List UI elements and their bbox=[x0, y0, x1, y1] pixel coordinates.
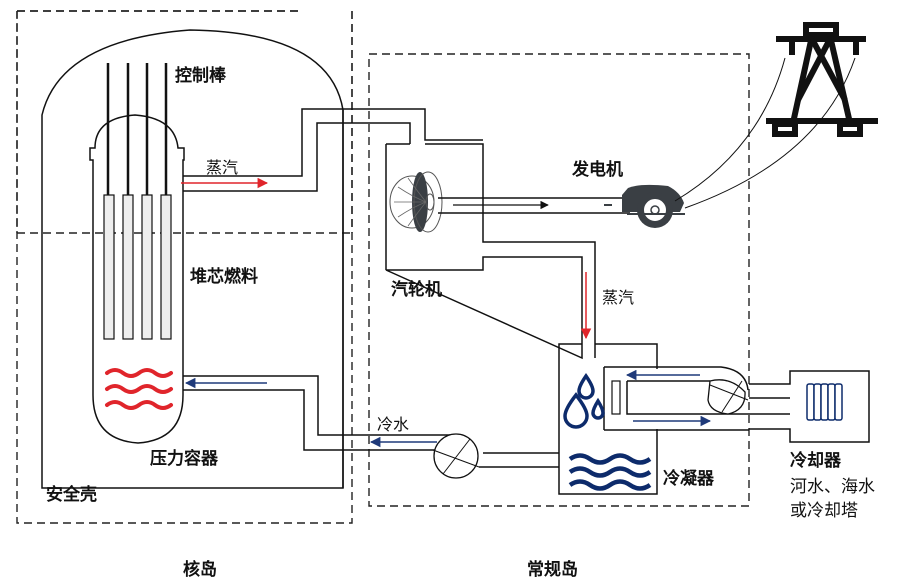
condenser-tube-plate bbox=[611, 380, 621, 415]
feedwater-pipe-to-condenser bbox=[479, 452, 559, 468]
cooling-loop-outer bbox=[604, 366, 870, 443]
fuel-rod bbox=[103, 194, 115, 340]
fuel-rods bbox=[103, 194, 172, 340]
conventional-island-label: 常规岛 bbox=[527, 559, 578, 580]
fuel-rod bbox=[160, 194, 172, 340]
core-fuel-label: 堆芯燃料 bbox=[190, 266, 258, 287]
pressure-vessel-label: 压力容器 bbox=[150, 448, 219, 469]
turbine-housing bbox=[385, 143, 596, 360]
fuel-rod bbox=[122, 194, 134, 340]
power-line bbox=[684, 57, 856, 209]
conventional-island-boundary bbox=[368, 53, 750, 507]
containment-label: 安全壳 bbox=[46, 484, 97, 505]
cold-water-label: 冷水 bbox=[377, 415, 409, 434]
condenser-water-icon bbox=[568, 453, 652, 491]
steam-out-label: 蒸汽 bbox=[206, 158, 238, 177]
control-rods-label: 控制棒 bbox=[175, 65, 227, 86]
radiator-icon bbox=[806, 383, 843, 421]
transmission-tower-icon bbox=[766, 22, 878, 137]
feedwater-pipe-lower bbox=[183, 389, 435, 451]
condenser-label: 冷凝器 bbox=[663, 468, 715, 489]
turbine-icon bbox=[389, 171, 443, 233]
steam-pipe-upper bbox=[183, 108, 483, 177]
nuclear-island-boundary-full bbox=[16, 10, 353, 524]
heat-waves-icon bbox=[105, 368, 173, 410]
power-line bbox=[674, 57, 786, 202]
feedwater-pipe-upper bbox=[183, 375, 450, 436]
steam-pipe-lower bbox=[183, 122, 411, 192]
cooling-loop-inner bbox=[626, 380, 790, 415]
cooler-label: 冷却器 bbox=[790, 450, 842, 471]
generator-label: 发电机 bbox=[571, 159, 623, 180]
cooling-pump-icon bbox=[707, 379, 749, 415]
pressure-vessel bbox=[89, 114, 185, 444]
generator-icon bbox=[604, 184, 685, 228]
feedwater-pump-icon bbox=[430, 433, 480, 479]
control-rods bbox=[106, 63, 168, 195]
cooler-description-line2: 或冷却塔 bbox=[790, 501, 858, 521]
nuclear-island-label: 核岛 bbox=[183, 559, 217, 580]
condenser-housing bbox=[558, 343, 658, 495]
water-drops-icon bbox=[563, 372, 605, 429]
steam-to-condenser-label: 蒸汽 bbox=[602, 288, 634, 307]
turbine-label: 汽轮机 bbox=[391, 279, 442, 300]
containment-building bbox=[41, 29, 344, 489]
fuel-rod bbox=[141, 194, 153, 340]
cooler-description-line1: 河水、海水 bbox=[790, 477, 875, 497]
